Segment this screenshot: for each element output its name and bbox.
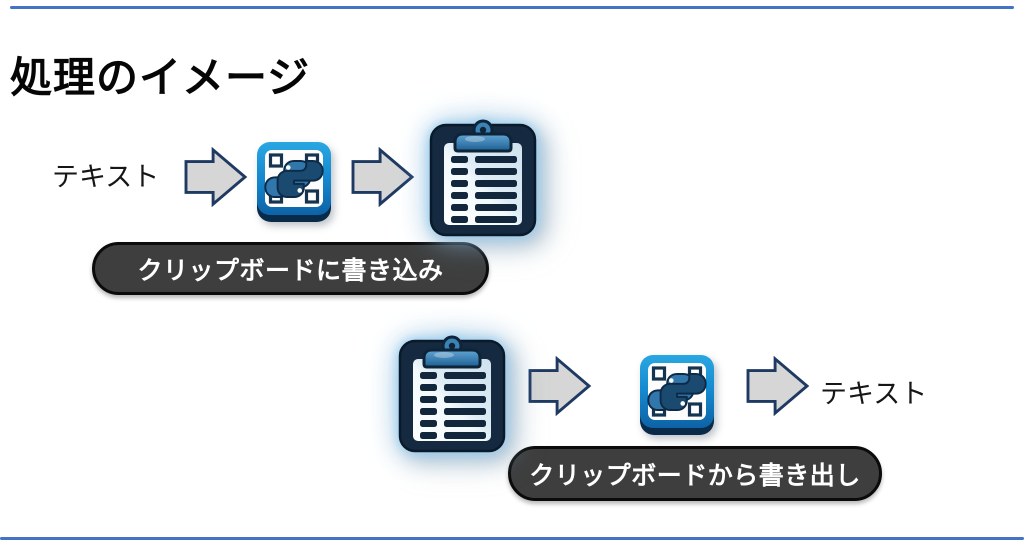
block-arrow-right-icon [528, 356, 592, 416]
clipboard-icon [396, 329, 508, 455]
python-app-icon [637, 353, 717, 437]
caption-read-from-clipboard: クリップボードから書き出し [508, 446, 882, 501]
page-title: 処理のイメージ [10, 54, 311, 101]
caption-read-label: クリップボードから書き出し [529, 461, 861, 490]
bottom-divider-line [0, 537, 1024, 540]
caption-write-label: クリップボードに書き込み [137, 256, 444, 285]
flow-write-input-label: テキスト [52, 162, 160, 192]
block-arrow-right-icon [184, 147, 248, 207]
flow-read-output-label: テキスト [820, 379, 928, 409]
clipboard-icon [427, 113, 539, 239]
block-arrow-right-icon [351, 147, 415, 207]
caption-write-to-clipboard: クリップボードに書き込み [92, 242, 489, 295]
top-divider-line [10, 6, 1014, 9]
python-app-icon [254, 140, 334, 224]
block-arrow-right-icon [746, 356, 810, 416]
